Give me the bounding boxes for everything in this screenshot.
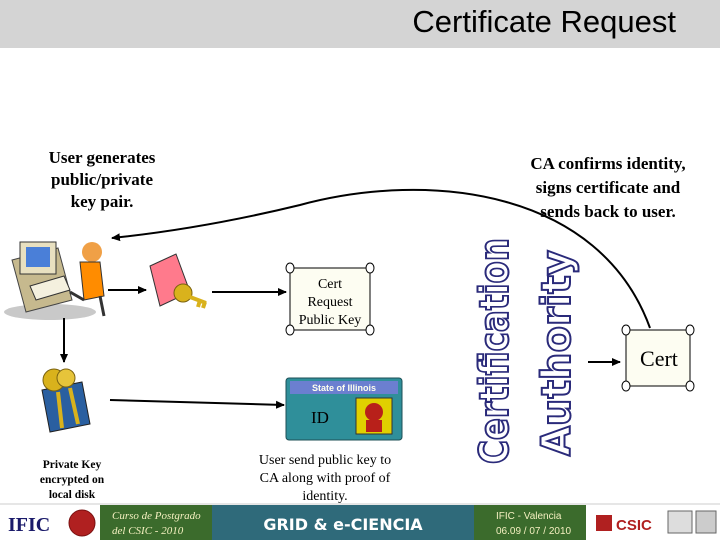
grid-logo-icon [667, 510, 693, 534]
id-card-header: State of Illinois [312, 383, 376, 393]
user-send-line2: CA along with proof of [259, 471, 391, 486]
private-key-label: Private Key encrypted on local disk [20, 458, 124, 503]
private-key-line1: Private Key [42, 459, 102, 471]
csic-logo-icon [596, 515, 612, 531]
user-send-label: User send public key to CA along with pr… [230, 452, 420, 506]
return-arrow [111, 188, 651, 329]
user-generates-line3: key pair. [70, 192, 134, 211]
footer-course-line2: del CSIC - 2010 [112, 525, 184, 537]
slide-title: Certificate Request [412, 4, 676, 39]
footer-course-line1: Curso de Postgrado [112, 510, 201, 522]
private-key-icon [41, 368, 91, 433]
footer-logo-left: IFIC [8, 514, 50, 536]
certification-authority-text: Certification Authority [471, 237, 581, 465]
user-send-line3: identity. [302, 489, 348, 504]
ca-word-certification: Certification [472, 238, 518, 464]
cert-request-line3: Public Key [298, 313, 362, 328]
grid-logo-icon [695, 510, 717, 534]
user-computer-icon [4, 241, 106, 320]
title-bar [0, 0, 720, 48]
arrow-private-key-to-id [109, 399, 285, 409]
user-send-line1: User send public key to [258, 453, 392, 468]
university-seal-icon [68, 509, 96, 537]
ca-word-authority: Authority [534, 250, 580, 456]
id-card-label: ID [311, 408, 329, 427]
cert-request-label: Cert Request Public Key [290, 276, 370, 330]
footer-banner: IFIC Curso de Postgrado del CSIC - 2010 … [0, 503, 720, 540]
footer-logo-right: CSIC [616, 517, 652, 534]
cert-request-line1: Cert [317, 277, 343, 292]
cert-request-line2: Request [307, 295, 353, 310]
ca-confirms-line1: CA confirms identity, [530, 154, 686, 173]
footer-location: IFIC - Valencia [496, 511, 562, 522]
footer-dates: 06.09 / 07 / 2010 [496, 526, 572, 537]
private-key-line3: local disk [48, 489, 96, 501]
footer-banner-text: GRID & e-CIENCIA [263, 515, 423, 534]
private-key-line2: encrypted on [39, 474, 105, 486]
cert-scroll [621, 324, 695, 392]
user-generates-label: User generates public/private key pair. [22, 147, 182, 213]
id-card-icon [285, 377, 403, 441]
ca-confirms-line3: sends back to user. [540, 202, 676, 221]
ca-confirms-label: CA confirms identity, signs certificate … [508, 152, 708, 224]
public-key-icon [149, 253, 207, 309]
user-generates-line1: User generates [48, 148, 156, 167]
cert-request-scroll [285, 262, 375, 336]
ca-confirms-line2: signs certificate and [535, 178, 681, 197]
cert-label: Cert [640, 346, 678, 371]
user-generates-line2: public/private [50, 170, 153, 189]
